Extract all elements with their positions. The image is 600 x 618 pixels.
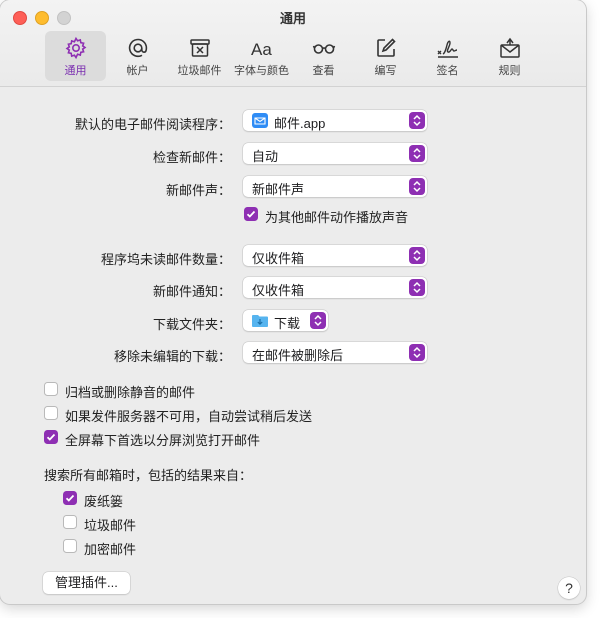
chevron-updown-icon xyxy=(310,312,326,329)
tab-signatures[interactable]: 签名 xyxy=(417,31,478,81)
new-mail-sound-row: 新邮件声： 新邮件声 xyxy=(0,176,586,200)
search-encrypted-label: 加密邮件 xyxy=(84,542,137,557)
tab-label: 字体与颜色 xyxy=(234,65,289,77)
tab-general[interactable]: 通用 xyxy=(45,31,106,81)
check-mail-row: 检查新邮件： 自动 xyxy=(0,143,586,167)
chevron-updown-icon xyxy=(409,178,425,195)
dock-unread-popup[interactable]: 仅收件箱 xyxy=(243,245,427,266)
check-mail-popup[interactable]: 自动 xyxy=(243,143,427,164)
glasses-icon xyxy=(311,36,337,60)
search-junk-checkbox[interactable] xyxy=(63,515,77,529)
fonts-icon: Aa xyxy=(249,36,275,60)
split-view-label: 全屏幕下首选以分屏浏览打开邮件 xyxy=(65,433,261,448)
retry-send-checkbox[interactable] xyxy=(44,406,58,420)
split-view-checkbox[interactable] xyxy=(44,430,58,444)
remove-downloads-label: 移除未编辑的下载： xyxy=(113,349,231,364)
tab-label: 帐户 xyxy=(126,65,149,77)
search-trash-checkbox[interactable] xyxy=(63,491,77,505)
downloads-folder-label: 下载文件夹： xyxy=(152,317,231,332)
tab-composing[interactable]: 编写 xyxy=(355,31,416,81)
window-controls xyxy=(13,11,71,25)
notifications-row: 新邮件通知： 仅收件箱 xyxy=(0,277,586,301)
popup-value: 邮件.app xyxy=(274,116,326,131)
zoom-window-button[interactable] xyxy=(57,11,71,25)
retry-send-label: 如果发件服务器不可用，自动尝试稍后发送 xyxy=(65,409,313,424)
default-reader-row: 默认的电子邮件阅读程序： 邮件.app xyxy=(0,110,586,134)
help-button[interactable]: ? xyxy=(558,577,580,599)
compose-icon xyxy=(373,36,399,60)
search-encrypted-checkbox[interactable] xyxy=(63,539,77,553)
popup-value: 下载 xyxy=(274,316,301,331)
tab-label: 签名 xyxy=(436,65,459,77)
search-trash-label: 废纸篓 xyxy=(84,494,124,509)
chevron-updown-icon xyxy=(409,279,425,296)
downloads-folder-popup[interactable]: 下载 xyxy=(243,310,328,331)
chevron-updown-icon xyxy=(409,112,425,129)
popup-value: 仅收件箱 xyxy=(252,283,305,298)
remove-downloads-row: 移除未编辑的下载： 在邮件被删除后 xyxy=(0,342,586,366)
popup-value: 自动 xyxy=(252,149,279,164)
mail-app-icon xyxy=(252,113,268,128)
search-junk-label: 垃圾邮件 xyxy=(84,518,137,533)
signature-icon xyxy=(435,36,461,60)
tab-label: 编写 xyxy=(374,65,397,77)
chevron-updown-icon xyxy=(409,344,425,361)
tab-junk[interactable]: 垃圾邮件 xyxy=(169,31,230,81)
tab-label: 垃圾邮件 xyxy=(177,65,222,77)
tab-rules[interactable]: 规则 xyxy=(479,31,540,81)
svg-text:Aa: Aa xyxy=(251,40,272,59)
preferences-window: 通用 通用 帐户 xyxy=(0,0,586,604)
play-sounds-checkbox[interactable] xyxy=(244,207,258,221)
tab-fonts-colors[interactable]: Aa 字体与颜色 xyxy=(231,31,292,81)
dock-unread-row: 程序坞未读邮件数量： 仅收件箱 xyxy=(0,245,586,269)
preferences-toolbar: 通用 帐户 垃圾邮件 xyxy=(45,31,541,81)
popup-value: 在邮件被删除后 xyxy=(252,348,344,363)
archive-muted-checkbox[interactable] xyxy=(44,382,58,396)
check-mail-label: 检查新邮件： xyxy=(152,150,231,165)
play-sounds-label: 为其他邮件动作播放声音 xyxy=(265,210,409,225)
tab-viewing[interactable]: 查看 xyxy=(293,31,354,81)
general-settings-pane: 默认的电子邮件阅读程序： 邮件.app 检查新邮件： 自动 新邮件声： xyxy=(0,87,586,604)
notifications-label: 新邮件通知： xyxy=(152,284,231,299)
close-window-button[interactable] xyxy=(13,11,27,25)
rules-envelope-icon xyxy=(497,36,523,60)
popup-value: 仅收件箱 xyxy=(252,251,305,266)
downloads-folder-row: 下载文件夹： 下载 xyxy=(0,310,586,334)
default-reader-label: 默认的电子邮件阅读程序： xyxy=(74,117,231,132)
notifications-popup[interactable]: 仅收件箱 xyxy=(243,277,427,298)
window-title: 通用 xyxy=(279,11,306,26)
new-mail-sound-popup[interactable]: 新邮件声 xyxy=(243,176,427,197)
archive-muted-label: 归档或删除静音的邮件 xyxy=(65,385,196,400)
tab-label: 查看 xyxy=(312,65,335,77)
gear-icon xyxy=(63,36,89,60)
dock-unread-label: 程序坞未读邮件数量： xyxy=(100,252,231,267)
downloads-folder-icon xyxy=(252,313,268,328)
tab-label: 通用 xyxy=(64,65,87,77)
manage-plugins-button[interactable]: 管理插件... xyxy=(43,572,130,594)
minimize-window-button[interactable] xyxy=(35,11,49,25)
remove-downloads-popup[interactable]: 在邮件被删除后 xyxy=(243,342,427,363)
title-bar: 通用 通用 帐户 xyxy=(0,0,586,87)
chevron-updown-icon xyxy=(409,145,425,162)
popup-value: 新邮件声 xyxy=(252,182,305,197)
chevron-updown-icon xyxy=(409,247,425,264)
junk-tray-icon xyxy=(187,36,213,60)
new-mail-sound-label: 新邮件声： xyxy=(165,183,231,198)
tab-accounts[interactable]: 帐户 xyxy=(107,31,168,81)
tab-label: 规则 xyxy=(498,65,521,77)
at-sign-icon xyxy=(125,36,151,60)
default-reader-popup[interactable]: 邮件.app xyxy=(243,110,427,131)
search-results-heading: 搜索所有邮箱时，包括的结果来自： xyxy=(44,468,253,483)
